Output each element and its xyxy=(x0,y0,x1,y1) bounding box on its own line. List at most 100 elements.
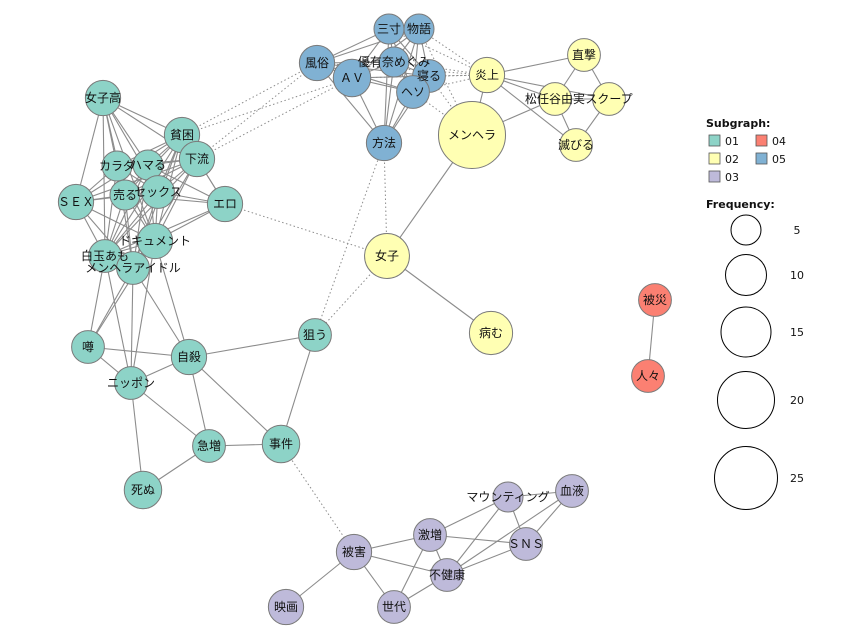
edge-ketsueki-fukenko xyxy=(446,490,573,576)
edge-menheraidol-nippon xyxy=(130,267,134,384)
node-joshi xyxy=(364,233,410,279)
node-label-neru: 寝る xyxy=(417,68,441,83)
node-label-chokugeki: 直撃 xyxy=(572,47,596,62)
node-menheraidol xyxy=(116,251,150,285)
subgraph-label-04: 04 xyxy=(772,135,786,148)
node-nippon xyxy=(114,366,148,400)
node-gekizo xyxy=(413,518,447,552)
subgraph-label-05: 05 xyxy=(772,153,786,166)
subgraph-legend-title: Subgraph: xyxy=(706,117,770,130)
frequency-label-20: 20 xyxy=(790,394,804,407)
node-label-hisai: 被災 xyxy=(643,293,667,307)
node-label-hitobito: 人々 xyxy=(636,369,660,383)
node-hisai xyxy=(638,283,672,317)
node-label-sanzun: 三寸 xyxy=(377,22,401,36)
subgraph-swatch-02 xyxy=(708,152,721,165)
node-sex xyxy=(57,183,95,221)
node-label-fukenko: 不健康 xyxy=(429,567,465,582)
subgraph-label-02: 02 xyxy=(725,153,739,166)
node-label-sedai: 世代 xyxy=(382,600,406,614)
subgraph-legend-items: 01 04 02 05 03 xyxy=(708,134,786,184)
subgraph-swatch-04 xyxy=(755,134,768,147)
node-label-hoho: 方法 xyxy=(372,135,396,150)
node-sekkusu xyxy=(141,175,175,209)
edge-geryu-shiratama xyxy=(104,158,198,257)
subgraph-label-03: 03 xyxy=(725,171,739,184)
frequency-label-10: 10 xyxy=(790,269,804,282)
node-label-shinu: 死ぬ xyxy=(131,483,155,497)
node-label-uru: 売る xyxy=(113,187,137,202)
edge-geryu-fuzoku xyxy=(196,62,318,160)
node-enjo xyxy=(468,56,506,94)
node-ero xyxy=(206,185,244,223)
node-sedai xyxy=(377,590,411,624)
node-higai xyxy=(335,533,373,571)
node-av xyxy=(332,58,372,98)
edge-ero-joshi xyxy=(224,203,388,257)
node-label-monogatari: 物語 xyxy=(407,21,431,36)
node-label-jiken: 事件 xyxy=(269,437,293,451)
node-menhera xyxy=(437,100,507,170)
node-label-scoop: スクープ xyxy=(585,92,632,106)
node-label-ketsueki: 血液 xyxy=(560,483,584,498)
node-label-sns: ＳＮＳ xyxy=(508,537,544,551)
node-label-document: ドキュメント xyxy=(119,234,191,248)
node-label-horobiru: 滅びる xyxy=(558,138,594,152)
node-label-karada: カラダ xyxy=(99,158,135,173)
edge-jisatsu-nerau xyxy=(188,334,316,358)
node-nerau xyxy=(298,318,332,352)
edge-geryu-av xyxy=(196,77,353,160)
edge-enjo-horobiru xyxy=(486,74,577,146)
node-label-sekkusu: セックス xyxy=(134,185,182,199)
node-label-geryu: 下流 xyxy=(185,152,209,166)
edge-layer xyxy=(75,28,656,608)
node-label-av: ＡＶ xyxy=(340,71,364,85)
node-label-ero: エロ xyxy=(213,197,237,211)
frequency-circle-10 xyxy=(725,254,767,296)
node-scoop xyxy=(592,82,626,116)
node-ketsueki xyxy=(555,474,589,508)
frequency-legend-title: Frequency: xyxy=(706,198,775,211)
node-label-sex: ＳＥＸ xyxy=(58,195,94,209)
edge-document-jisatsu xyxy=(154,240,190,358)
node-yuka xyxy=(378,46,410,78)
node-joshiko xyxy=(84,79,122,117)
frequency-circle-5 xyxy=(730,214,762,246)
node-karada xyxy=(101,150,133,182)
node-label-joshi: 女子 xyxy=(375,248,399,263)
node-label-heso: ヘソ xyxy=(401,85,425,99)
node-label-eiga: 映画 xyxy=(274,600,298,614)
edge-shiratama-nippon xyxy=(104,255,132,384)
edge-joshi-hoho xyxy=(383,142,388,257)
node-hitobito xyxy=(631,359,665,393)
edge-geryu-sex xyxy=(75,158,198,203)
node-horobiru xyxy=(559,128,593,162)
node-label-hamaru: ハマる xyxy=(130,158,166,172)
node-monogatari xyxy=(403,13,435,45)
node-label-hinkon: 貧困 xyxy=(170,128,194,142)
edge-jiken-higai xyxy=(280,443,355,553)
node-label-mounting: マウンティング xyxy=(466,490,549,504)
edge-document-nippon xyxy=(130,240,156,384)
node-uwasa xyxy=(71,330,105,364)
node-jisatsu xyxy=(170,338,208,376)
node-label-yuka: 優有奈めぐみ xyxy=(358,55,430,69)
frequency-circle-20 xyxy=(717,371,775,429)
node-label-menhera: メンヘラ xyxy=(448,128,496,142)
edge-jisatsu-jiken xyxy=(188,356,282,445)
node-yamu xyxy=(468,310,514,356)
node-label-uwasa: 噂 xyxy=(82,339,94,354)
subgraph-swatch-05 xyxy=(755,152,768,165)
node-geryu xyxy=(178,140,216,178)
subgraph-label-01: 01 xyxy=(725,135,739,148)
node-hoho xyxy=(365,124,403,162)
node-jiken xyxy=(261,424,301,464)
node-shinu xyxy=(123,470,163,510)
node-label-matsutani: 松任谷由実 xyxy=(525,91,585,106)
node-label-jisatsu: 自殺 xyxy=(177,350,201,364)
node-fukenko xyxy=(430,558,464,592)
node-label-yamu: 病む xyxy=(479,325,503,340)
